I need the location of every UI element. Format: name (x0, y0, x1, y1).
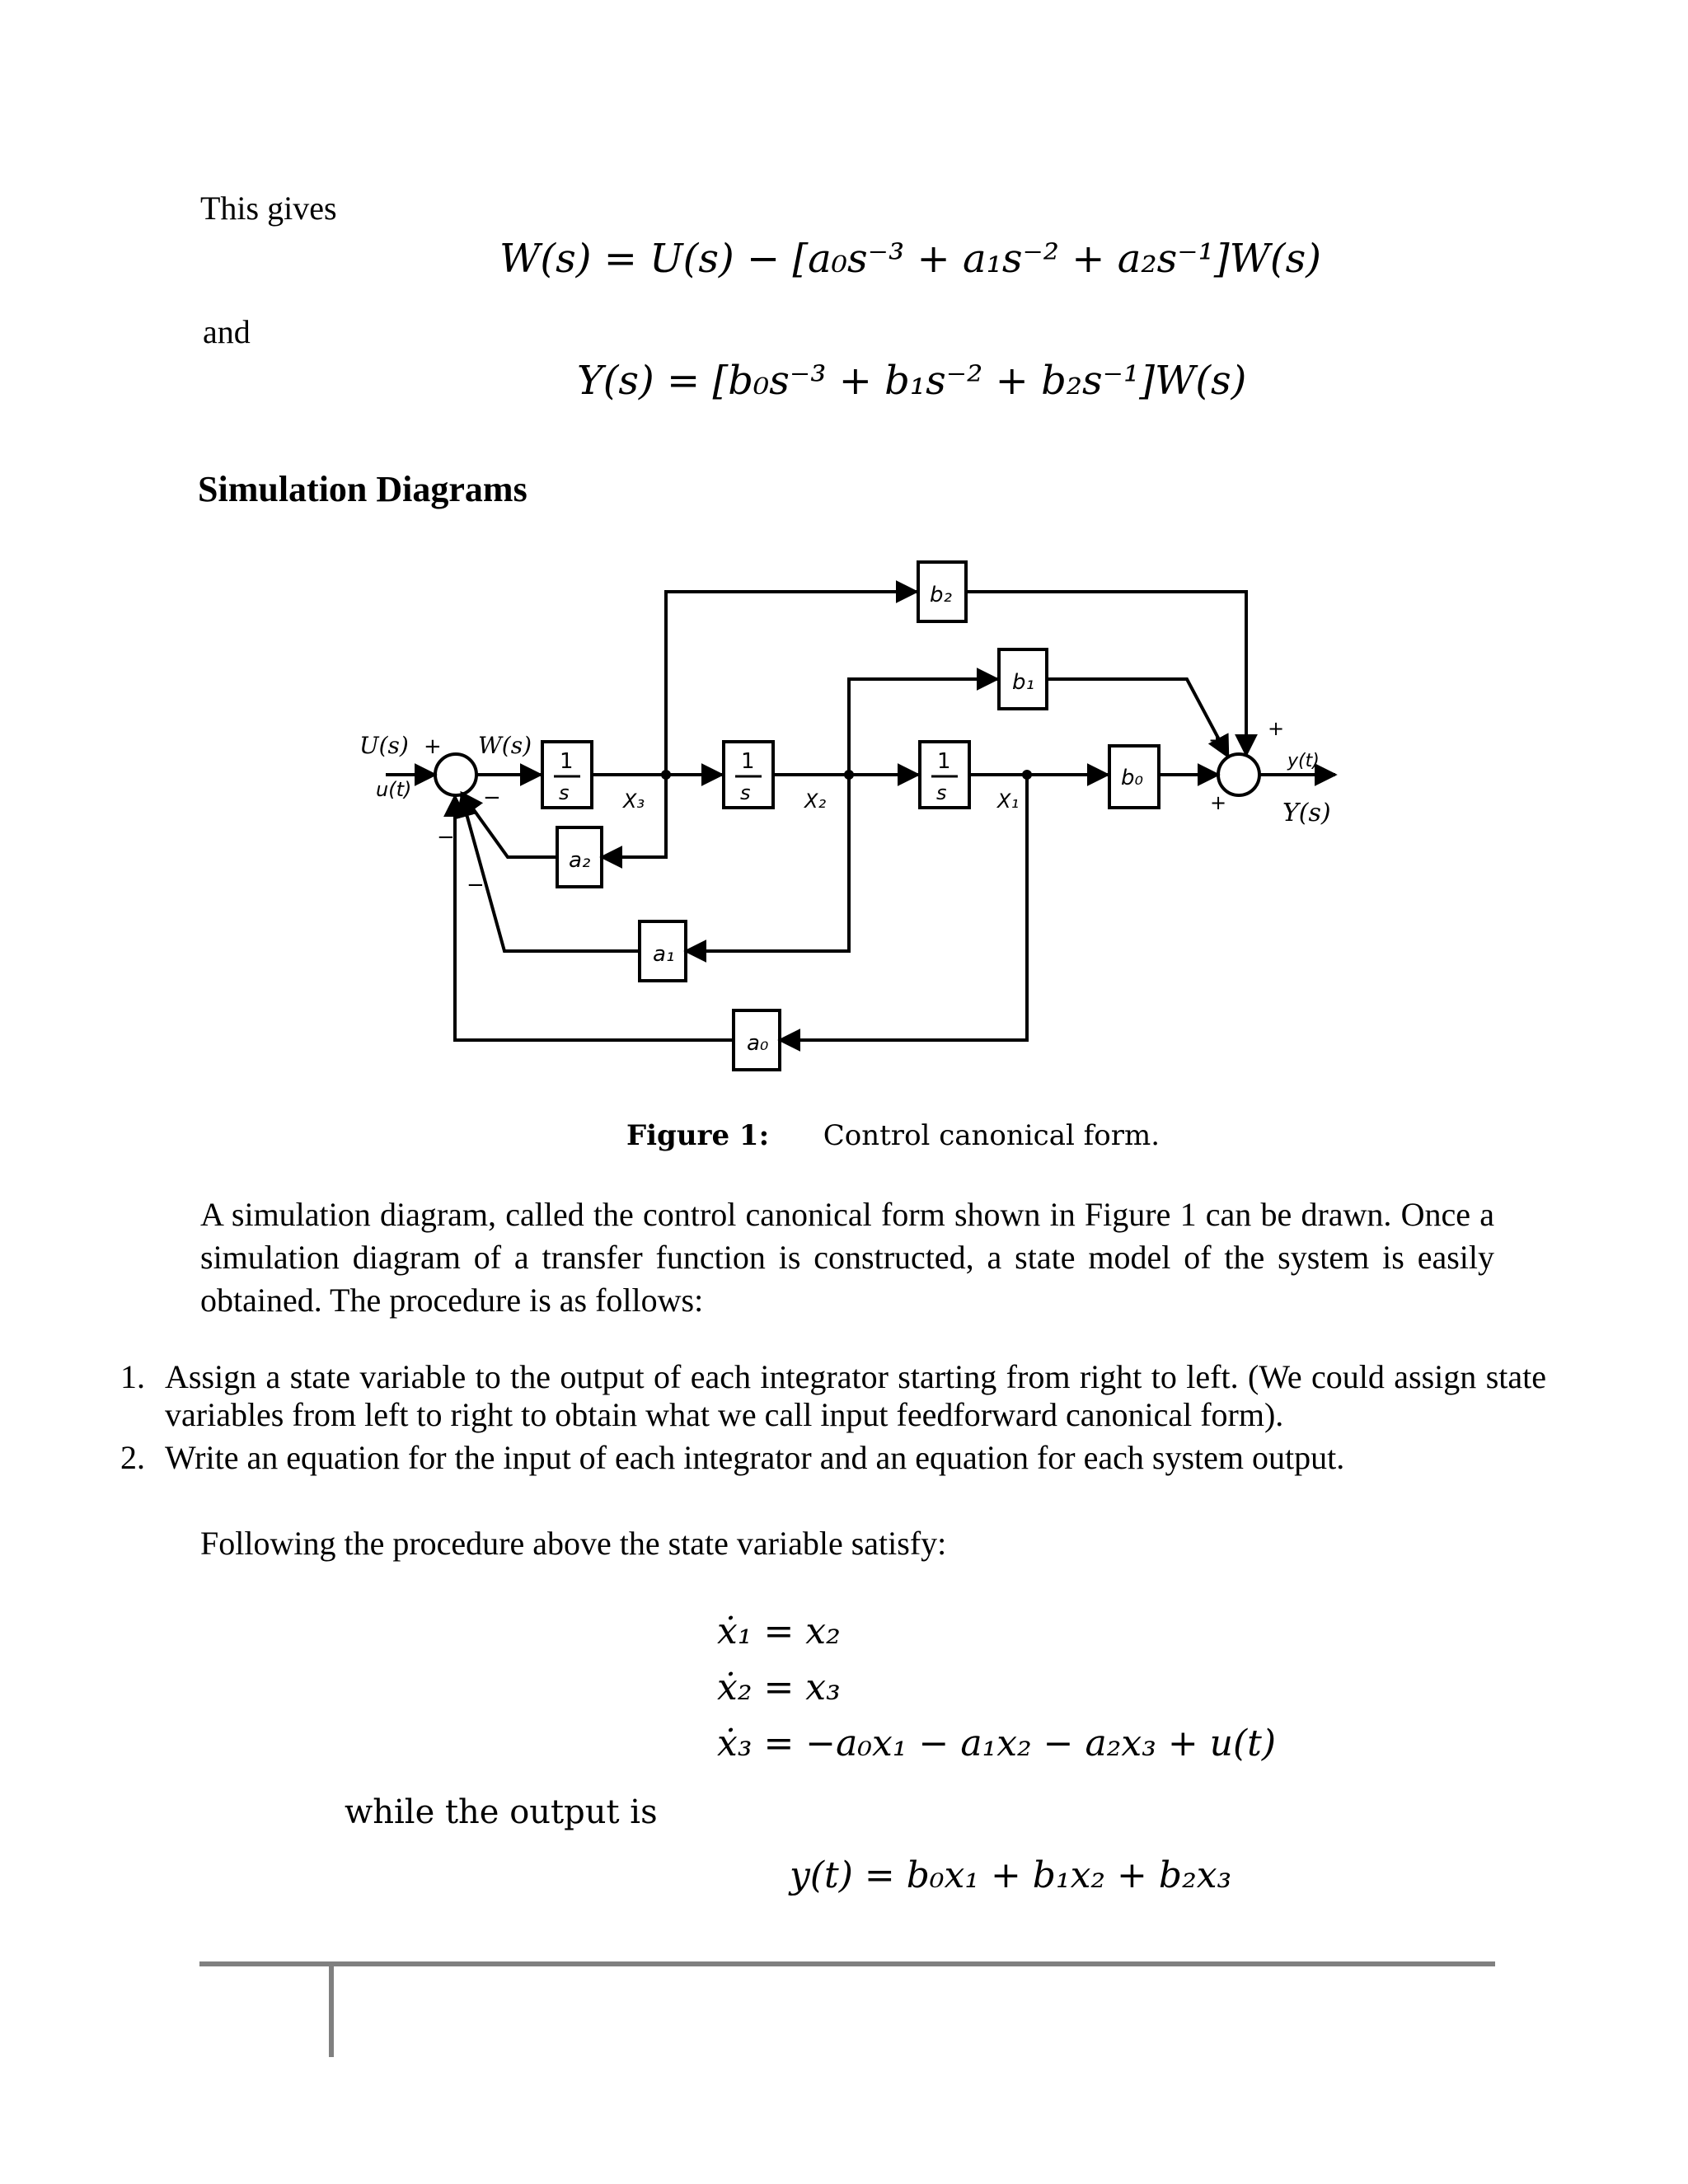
x1-branch-dot (1022, 770, 1032, 780)
label-y: y(t) (1287, 751, 1320, 771)
procedure-step-1: Assign a state variable to the output of… (153, 1358, 1546, 1434)
x3-branch-dot (661, 770, 671, 780)
integrator-3-block (541, 740, 593, 809)
b1-to-sum-line (1047, 677, 1230, 759)
body-paragraph: A simulation diagram, called the control… (200, 1196, 1494, 1319)
integrator-2-denominator: s (740, 781, 751, 804)
integrator-2-numerator: 1 (741, 749, 755, 774)
label-W: W(s) (478, 732, 532, 759)
integrator-1-numerator: 1 (937, 749, 951, 774)
output-intro: while the output is (345, 1793, 658, 1831)
label-x1: X₁ (996, 790, 1019, 813)
label-input-plus: + (424, 734, 442, 759)
label-plus-b1: + (1208, 729, 1225, 752)
b2-to-sum-line (966, 590, 1258, 757)
label-x3: X₃ (621, 790, 645, 813)
output-equation: y(t) = b₀x₁ + b₁x₂ + b₂x₃ (790, 1854, 1232, 1896)
label-minus-a0: − (437, 825, 455, 850)
label-a2: a₂ (569, 848, 590, 873)
a1-to-sum-line (456, 794, 638, 953)
label-plus-b2: + (1268, 717, 1284, 740)
integrator-3-numerator: 1 (560, 749, 574, 774)
x3-to-b2-line (664, 580, 919, 775)
label-x2: X₂ (803, 790, 826, 813)
integrator-3-denominator: s (559, 781, 570, 804)
label-a1: a₁ (653, 942, 674, 967)
equation-w-rhs: = U(s) − [a₀s⁻³ + a₁s⁻² + a₂s⁻¹]W(s) (603, 236, 1321, 282)
following-text: Following the procedure above the state … (200, 1525, 947, 1562)
label-a0: a₀ (747, 1031, 769, 1056)
state-equation-3-rhs: = −a₀x₁ − a₁x₂ − a₂x₃ + u(t) (763, 1722, 1277, 1765)
output-summing-junction (1217, 752, 1261, 797)
state-equation-2-rhs: = x₃ (763, 1666, 841, 1708)
equation-y-lhs: Y(s) (577, 358, 654, 404)
and-text: and (203, 310, 251, 354)
a0-gain-block (732, 1009, 781, 1071)
label-b2: b₂ (930, 583, 952, 607)
procedure-list: Assign a state variable to the output of… (153, 1358, 1546, 1482)
integrator-2-block (722, 740, 775, 809)
equation-y: Y(s) = [b₀s⁻³ + b₁s⁻² + b₂s⁻¹]W(s) (577, 358, 1246, 404)
x2-to-a1-line (683, 775, 851, 963)
integrator-1-block (918, 740, 971, 809)
label-u: u(t) (376, 778, 411, 801)
label-Y: Y(s) (1282, 799, 1331, 827)
equation-w-lhs: W(s) (499, 236, 592, 282)
label-minus-a1: − (467, 873, 485, 898)
figure-caption-label: Figure 1: (626, 1119, 770, 1152)
label-b0: b₀ (1121, 766, 1144, 790)
equation-w: W(s) = U(s) − [a₀s⁻³ + a₁s⁻² + a₂s⁻¹]W(s… (499, 236, 1321, 282)
section-heading: Simulation Diagrams (198, 469, 528, 509)
state-equations: ẋ₁ = x₂ ẋ₂ = x₃ ẋ₃ = −a₀x₁ − a₁x₂ − a₂x₃… (717, 1604, 1276, 1772)
procedure-step-2: Write an equation for the input of each … (153, 1439, 1546, 1477)
state-equation-3: ẋ₃ = −a₀x₁ − a₁x₂ − a₂x₃ + u(t) (717, 1716, 1276, 1772)
state-equation-1: ẋ₁ = x₂ (717, 1604, 1276, 1660)
and-text-label: and (203, 313, 251, 350)
figure-caption-text: Control canonical form. (823, 1119, 1160, 1152)
a1-gain-block (638, 920, 687, 982)
control-canonical-diagram: U(s) + u(t) W(s) − − − 1 s 1 s 1 s X₃ X₂… (359, 560, 1338, 1071)
input-summing-junction (434, 752, 478, 797)
equation-y-rhs: = [b₀s⁻³ + b₁s⁻² + b₂s⁻¹]W(s) (667, 358, 1247, 404)
b2-gain-block (917, 560, 968, 623)
x1-to-a0-line (777, 775, 1029, 1052)
a0-to-sum-line (443, 794, 732, 1042)
footer-vertical-rule (329, 1961, 334, 2057)
label-minus-a2: − (483, 785, 501, 810)
integrator-1-denominator: s (936, 781, 947, 804)
footer-horizontal-rule (199, 1961, 1495, 1966)
intro-text-label: This gives (200, 190, 337, 227)
label-b1: b₁ (1012, 670, 1034, 695)
state-equation-3-lhs: ẋ₃ (717, 1722, 753, 1765)
a2-gain-block (556, 826, 603, 888)
x2-to-b1-line (847, 668, 1000, 775)
state-equation-2-lhs: ẋ₂ (717, 1666, 753, 1708)
x2-branch-dot (844, 770, 854, 780)
x3-to-a2-line (599, 775, 668, 869)
state-equation-1-lhs: ẋ₁ (717, 1610, 753, 1652)
b0-gain-block (1108, 744, 1160, 809)
intro-text: This gives (200, 186, 337, 231)
label-U: U(s) (359, 732, 409, 759)
figure-caption: Figure 1: Control canonical form. (626, 1119, 1160, 1152)
b1-gain-block (997, 648, 1048, 710)
state-equation-2: ẋ₂ = x₃ (717, 1660, 1276, 1716)
state-equation-1-rhs: = x₂ (763, 1610, 841, 1652)
label-plus-b0: + (1210, 791, 1226, 814)
